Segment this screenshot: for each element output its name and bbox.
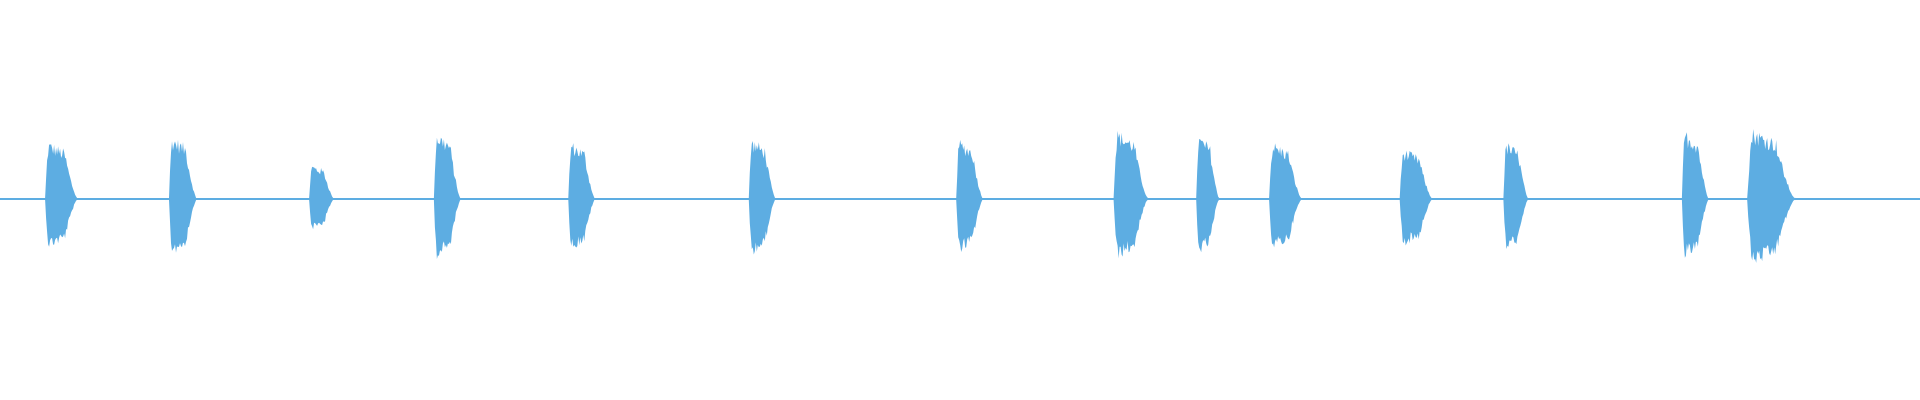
- waveform-burst-9: [1196, 139, 1220, 253]
- waveform-burst-4: [433, 137, 461, 259]
- waveform-burst-7: [956, 139, 983, 252]
- waveform-burst-13: [1681, 132, 1709, 258]
- waveform-burst-5: [568, 143, 596, 248]
- waveform-bursts: [45, 129, 1796, 263]
- waveform-burst-1: [45, 144, 78, 247]
- waveform-burst-11: [1399, 150, 1433, 246]
- waveform-burst-12: [1503, 143, 1529, 249]
- waveform-burst-10: [1269, 143, 1302, 248]
- waveform-burst-2: [169, 139, 197, 253]
- waveform-burst-6: [748, 141, 776, 255]
- waveform-burst-14: [1747, 129, 1796, 263]
- waveform-burst-8: [1113, 130, 1149, 259]
- waveform-burst-3: [309, 166, 335, 230]
